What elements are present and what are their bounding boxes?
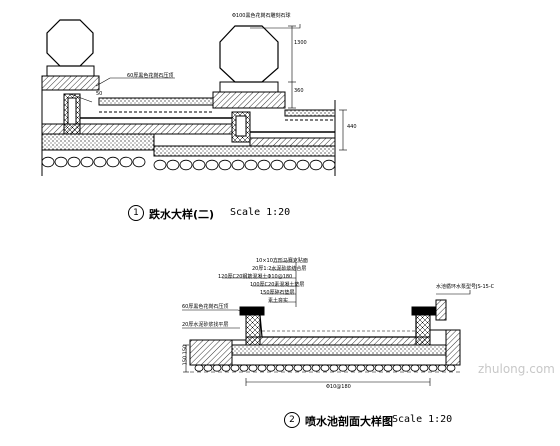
detail2-number: 2 [284, 412, 300, 428]
gravel-stone [293, 364, 303, 372]
dim-440: 440 [347, 124, 357, 130]
gravel-stone [347, 364, 357, 372]
gravel-stone [401, 364, 411, 372]
left-pillar [41, 75, 100, 91]
layer-4: 100厚C20素混凝土垫层 [250, 282, 305, 288]
detail1-number: 1 [128, 205, 144, 221]
cobble-stone [244, 159, 258, 171]
left-dim: 150 150 [182, 344, 189, 366]
cobble-stone [119, 156, 133, 168]
cobble-stone [270, 159, 284, 171]
dim-1300: 1300 [294, 40, 307, 46]
cobble-stone [166, 159, 180, 171]
gravel-stone [194, 364, 204, 372]
cobble-stone [179, 159, 193, 171]
gravel-stone [392, 364, 402, 372]
layer-1: 10×10方形马赛克贴面 [256, 258, 308, 264]
cobble-stone [218, 159, 232, 171]
left-note-1: 60厚黑色花岗石压顶 [182, 304, 229, 310]
cobble-stone [322, 159, 336, 171]
dim-50: 50 [96, 91, 103, 97]
gravel-stone [311, 364, 321, 372]
gravel-stone [365, 364, 375, 372]
gravel-stone [329, 364, 339, 372]
right-note: 水池循环水泵型号JS-15-C [436, 284, 495, 290]
cobble-stone [93, 156, 107, 168]
layer-5: 150厚碎石垫层 [260, 290, 295, 296]
cobble-stone [80, 156, 94, 168]
layer-3: 120厚C20钢筋混凝土Φ10@180 [218, 274, 293, 280]
cobble-stone [231, 159, 245, 171]
gravel-stone [302, 364, 312, 372]
gravel-stone [428, 364, 438, 372]
right-ball-base [219, 81, 279, 93]
gravel-stone [284, 364, 294, 372]
gravel-stone [275, 364, 285, 372]
cobble-stone [205, 159, 219, 171]
detail2-drawing [182, 261, 471, 386]
watermark: zhulong.com [478, 362, 555, 376]
gravel-stone [338, 364, 348, 372]
gravel-stone [320, 364, 330, 372]
cobble-stone [106, 156, 120, 168]
gravel-stone [437, 364, 447, 372]
layer-6: 素土夯实 [268, 298, 289, 304]
cobble-stone [257, 159, 271, 171]
gravel-stone [239, 364, 249, 372]
right-stone-ball [219, 25, 279, 83]
gravel-stone [212, 364, 222, 372]
gravel-stone [266, 364, 276, 372]
cobble-stone [132, 156, 146, 168]
gravel-stone [257, 364, 267, 372]
cobble-stone [41, 156, 55, 168]
dim-360: 360 [294, 88, 304, 94]
gravel-stone [383, 364, 393, 372]
detail2-scale: Scale 1:20 [392, 414, 453, 425]
detail1-drawing [41, 19, 347, 176]
gravel-stone [446, 364, 456, 372]
gravel-stone [221, 364, 231, 372]
gravel-stone [410, 364, 420, 372]
cobble-stone [296, 159, 310, 171]
gravel-stone [248, 364, 258, 372]
cobble-stone [153, 159, 167, 171]
cobble-stone [283, 159, 297, 171]
left-note-2: 20厚水泥砂浆找平层 [182, 322, 229, 328]
layer-2: 20厚1:2水泥砂浆结合层 [252, 266, 307, 272]
cobble-stone [67, 156, 81, 168]
ball-note: Φ100黑色花岗石雕刻石球 [232, 13, 291, 19]
detail2-title: 喷水池剖面大样图 [305, 415, 393, 428]
cap-note: 60厚黑色花岗石压顶 [127, 73, 174, 79]
gravel-stone [419, 364, 429, 372]
gravel-stone [230, 364, 240, 372]
right-pillar [212, 91, 286, 109]
detail1-title: 跌水大样(二) [149, 208, 215, 221]
cobble-stone [54, 156, 68, 168]
left-ball-base [46, 65, 95, 77]
gravel-stone [356, 364, 366, 372]
cobble-stone [192, 159, 206, 171]
gravel-stone [374, 364, 384, 372]
left-stone-ball [46, 19, 94, 67]
detail1-scale: Scale 1:20 [230, 207, 291, 218]
rebar-dim: Φ10@180 [326, 384, 351, 390]
gravel-stone [203, 364, 213, 372]
cobble-stone [309, 159, 323, 171]
